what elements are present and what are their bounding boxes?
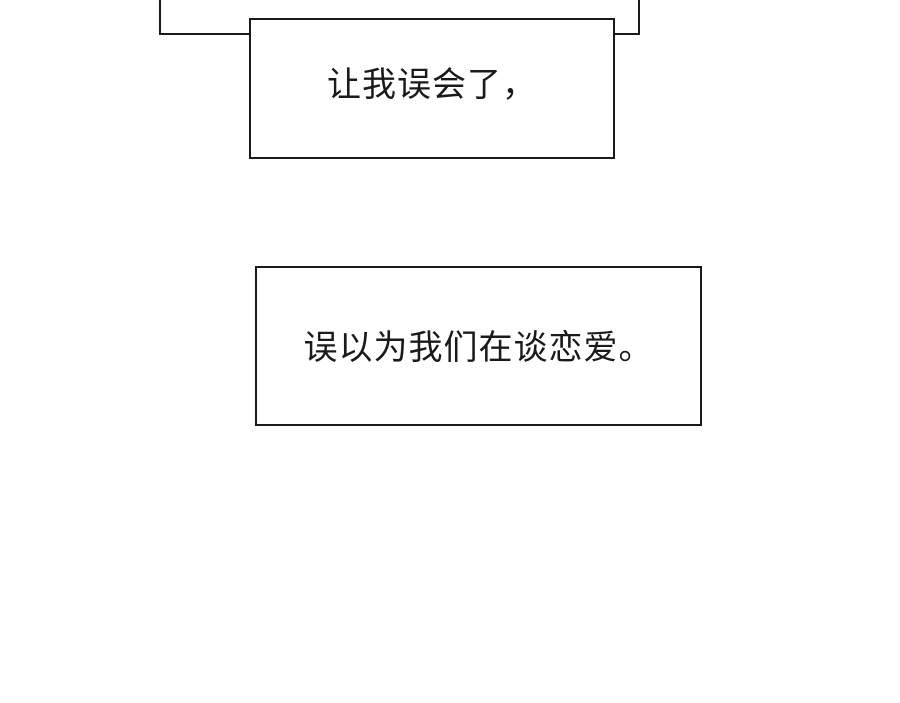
caption-text-2: 误以为我们在谈恋爱。	[303, 328, 654, 368]
caption-box-1: 让我误会了，	[249, 18, 615, 159]
caption-box-2: 误以为我们在谈恋爱。	[255, 266, 702, 426]
caption-text-1: 让我误会了，	[327, 64, 537, 105]
